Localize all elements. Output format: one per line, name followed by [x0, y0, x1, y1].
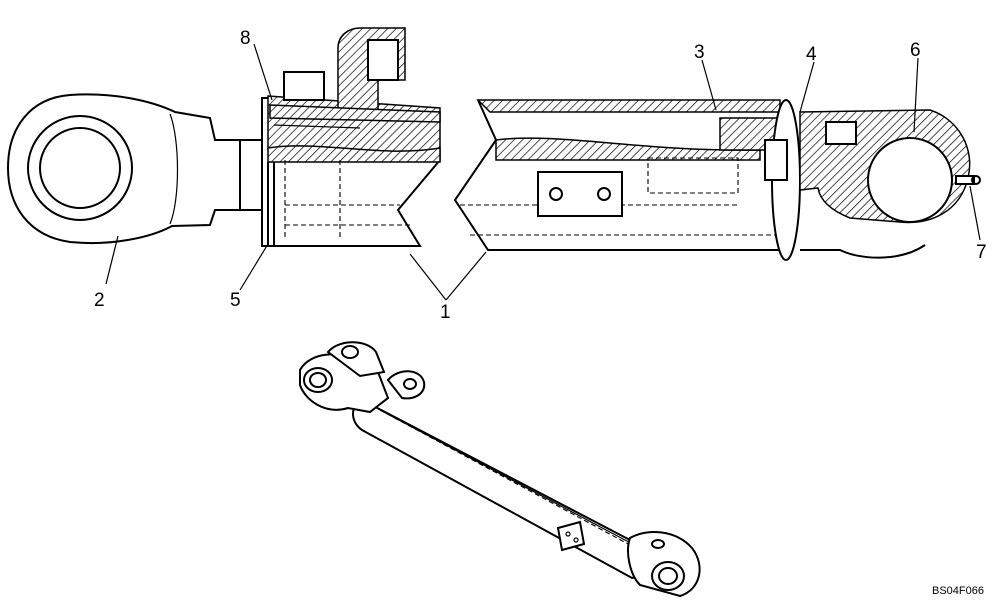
callout-1: 1: [440, 302, 451, 323]
callout-7: 7: [976, 242, 987, 263]
callout-labels: 1 2 3 4 5 6 7 8: [94, 28, 987, 323]
cylinder-barrel-right: [453, 99, 781, 251]
callout-5: 5: [230, 290, 241, 311]
rod-eye-end: [6, 93, 241, 245]
callout-3: 3: [694, 42, 705, 63]
callout-8: 8: [240, 28, 251, 49]
piston-end: [719, 99, 981, 261]
isometric-cylinder-view: [299, 341, 701, 598]
callout-4: 4: [806, 44, 817, 65]
leader-lines: [105, 43, 981, 301]
cylinder-rod-gland: [239, 27, 441, 247]
cylinder-barrel-left: [267, 145, 441, 247]
reference-code: BS04F066: [932, 585, 984, 597]
callout-2: 2: [94, 290, 105, 311]
callout-6: 6: [910, 40, 921, 61]
